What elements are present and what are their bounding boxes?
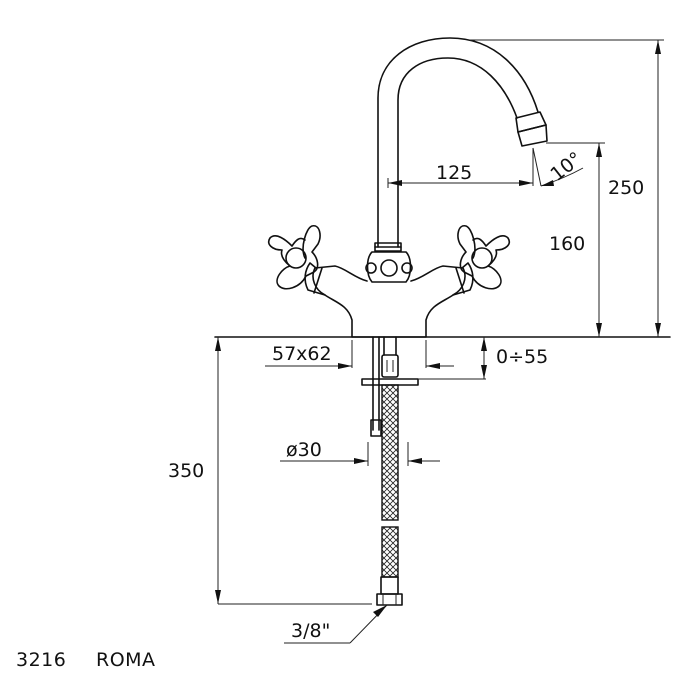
dimension-deck-thickness: 0÷55 bbox=[418, 337, 548, 380]
dimension-spout-height: 160 bbox=[546, 142, 605, 337]
dim-125: 125 bbox=[436, 162, 472, 184]
faucet-body bbox=[214, 251, 671, 338]
dim-57x62: 57x62 bbox=[272, 343, 332, 365]
dimension-spout-reach: 125 bbox=[387, 147, 542, 188]
dim-0-55: 0÷55 bbox=[496, 346, 548, 368]
product-code: 3216 bbox=[16, 649, 66, 671]
left-cross-handle bbox=[267, 225, 321, 290]
product-name: ROMA bbox=[96, 649, 156, 671]
spout bbox=[374, 37, 548, 252]
product-title: 3216 ROMA bbox=[16, 649, 156, 671]
dim-30: ø30 bbox=[286, 439, 322, 461]
dimension-spout-angle: 10° bbox=[540, 148, 586, 187]
dimension-connection: 3/8" bbox=[284, 604, 388, 644]
dim-3-8: 3/8" bbox=[291, 620, 330, 642]
aerator bbox=[515, 111, 548, 147]
dimension-hose-length: 350 bbox=[168, 337, 372, 605]
dim-250: 250 bbox=[608, 177, 644, 199]
braided-hose bbox=[376, 384, 403, 606]
right-cross-handle bbox=[457, 225, 511, 290]
dimension-hole-size: 57x62 bbox=[265, 340, 454, 369]
dimension-shank-diameter: ø30 bbox=[280, 439, 440, 466]
dim-10deg: 10° bbox=[546, 148, 586, 186]
under-deck-assembly bbox=[361, 336, 419, 606]
dimension-total-height: 250 bbox=[470, 39, 664, 337]
dim-160: 160 bbox=[549, 233, 585, 255]
dim-350: 350 bbox=[168, 460, 204, 482]
